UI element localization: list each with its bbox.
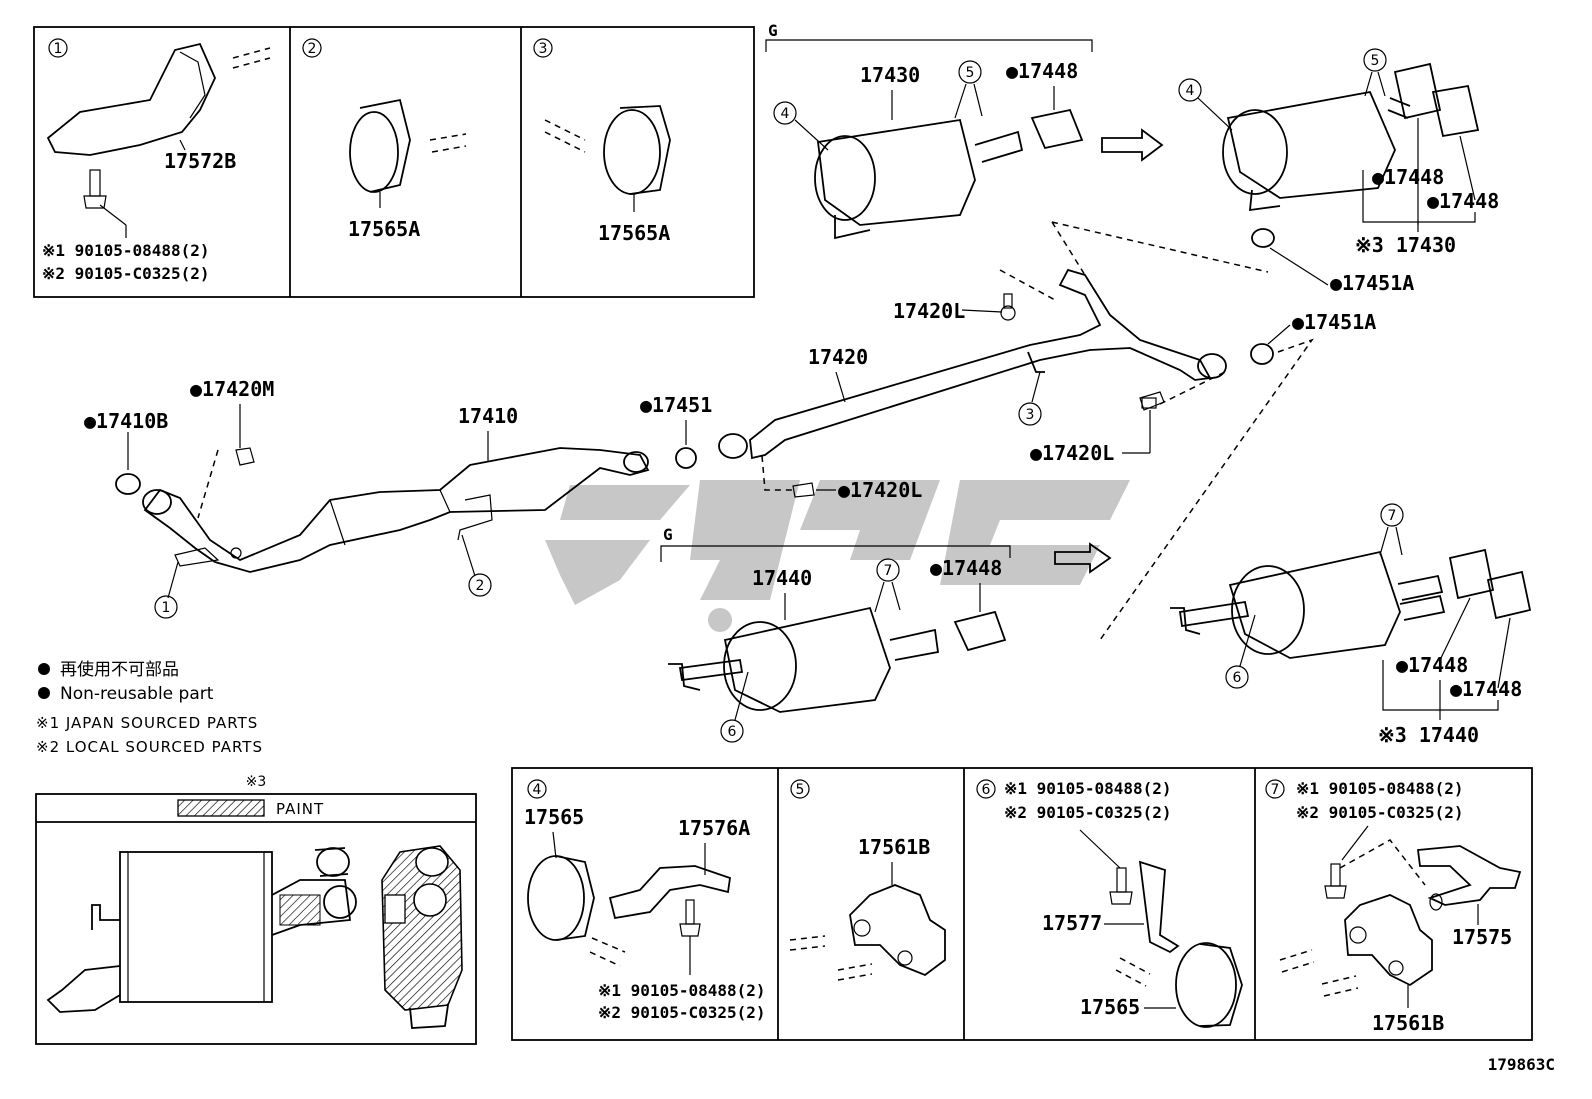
callout-3: 3: [539, 41, 548, 57]
label-17561B-7: 17561B: [1372, 1011, 1444, 1035]
paint-label: PAINT: [276, 800, 324, 818]
label-17448-r4: ●17448: [1450, 677, 1522, 701]
callout-1-pipe: 1: [162, 600, 171, 616]
label-17565: 17565: [524, 805, 584, 829]
callout-7-box: 7: [1271, 782, 1280, 798]
callout-4-box: 4: [533, 782, 542, 798]
label-bolt-6-local: ※2 90105-C0325(2): [1004, 803, 1172, 822]
watermark-logo: [545, 480, 1130, 632]
callout-6-right: 6: [1233, 670, 1242, 686]
label-17410: 17410: [458, 404, 518, 428]
callout-3-pipe: 3: [1026, 407, 1035, 423]
label-bolt-1-local: ※2 90105-C0325(2): [42, 264, 210, 283]
callout-5-right: 5: [1371, 53, 1380, 69]
label-17565A-a: 17565A: [348, 217, 420, 241]
label-17448-r1: ●17448: [1372, 165, 1444, 189]
group-g-top: G 4 17430 5 ●17448: [765, 21, 1164, 240]
label-17576A: 17576A: [678, 816, 750, 840]
label-bolt-4-local: ※2 90105-C0325(2): [598, 1003, 766, 1022]
callout-2: 2: [308, 41, 317, 57]
label-17575: 17575: [1452, 925, 1512, 949]
label-17440-paint: ※3 17440: [1378, 723, 1479, 747]
label-17577: 17577: [1042, 911, 1102, 935]
pipe-17420: 17420L 17420 3 ●17420L ●17420L ●17451A: [718, 221, 1376, 641]
paint-box-ref: ※3: [246, 774, 267, 790]
label-17448-r2: ●17448: [1427, 189, 1499, 213]
label-17420M: ●17420M: [190, 377, 274, 401]
pipe-17410: ●17410B ●17420M 17410 1 2 ●17451: [84, 377, 712, 619]
label-17420L-top: 17420L: [893, 299, 965, 323]
callout-6-mid: 6: [728, 724, 737, 740]
callout-2-pipe: 2: [476, 578, 485, 594]
callout-1: 1: [54, 41, 63, 57]
muffler-17440-right: 7 ●17448 ●17448 ※3 17440 6: [1170, 503, 1532, 747]
callout-5-top: 5: [966, 65, 975, 81]
label-17420L-bot: ●17420L: [838, 478, 922, 502]
group-g-mid: G 17440 7 ●17448 6: [660, 525, 1112, 743]
label-17448-top: ●17448: [1006, 59, 1078, 83]
label-17448-r3: ●17448: [1396, 653, 1468, 677]
legend-note-2: ※2 LOCAL SOURCED PARTS: [36, 738, 263, 756]
callout-7-mid: 7: [884, 563, 893, 579]
label-17410B: ●17410B: [84, 409, 168, 433]
group-label-g-top: G: [768, 21, 778, 40]
legend-note-1: ※1 JAPAN SOURCED PARTS: [36, 714, 258, 732]
callout-6-box: 6: [982, 782, 991, 798]
label-17451A-1: ●17451A: [1330, 271, 1414, 295]
callout-4-right: 4: [1186, 83, 1195, 99]
label-17565-6: 17565: [1080, 995, 1140, 1019]
label-bolt-7-local: ※2 90105-C0325(2): [1296, 803, 1464, 822]
detail-box-bottom: 4 17565 17576A ※1 90105-08488(2) ※2 9010…: [511, 767, 1533, 1041]
label-17430-paint: ※3 17430: [1355, 233, 1456, 257]
label-bolt-7-jp: ※1 90105-08488(2): [1296, 779, 1464, 798]
legend-jp: 再使用不可部品: [60, 659, 179, 680]
label-17565A-b: 17565A: [598, 221, 670, 245]
label-17440: 17440: [752, 566, 812, 590]
legend-en: Non-reusable part: [60, 684, 214, 704]
label-bolt-4-jp: ※1 90105-08488(2): [598, 981, 766, 1000]
label-17572B: 17572B: [164, 149, 236, 173]
diagram-id: 179863C: [1488, 1055, 1555, 1074]
muffler-17430-right: 4 5 ●17448 ●17448 ※3 17430 ●17451A: [1178, 48, 1499, 295]
callout-7-right: 7: [1388, 508, 1397, 524]
label-17430: 17430: [860, 63, 920, 87]
callout-4-top: 4: [781, 106, 790, 122]
label-bolt-1-jp: ※1 90105-08488(2): [42, 241, 210, 260]
label-17561B-5: 17561B: [858, 835, 930, 859]
label-17448-mid: ●17448: [930, 556, 1002, 580]
label-17451A-2: ●17451A: [1292, 310, 1376, 334]
label-17420L-mid: ●17420L: [1030, 441, 1114, 465]
label-17451: ●17451: [640, 393, 712, 417]
group-label-g-mid: G: [663, 525, 673, 544]
callout-5-box: 5: [796, 782, 805, 798]
label-bolt-6-jp: ※1 90105-08488(2): [1004, 779, 1172, 798]
legend: 再使用不可部品 Non-reusable part ※1 JAPAN SOURC…: [36, 659, 263, 756]
paint-box: ※3 PAINT: [35, 774, 477, 1045]
detail-box-1: 1 17572B ※1 90105-08488(2) ※2 90105-C032…: [33, 26, 755, 298]
label-17420: 17420: [808, 345, 868, 369]
